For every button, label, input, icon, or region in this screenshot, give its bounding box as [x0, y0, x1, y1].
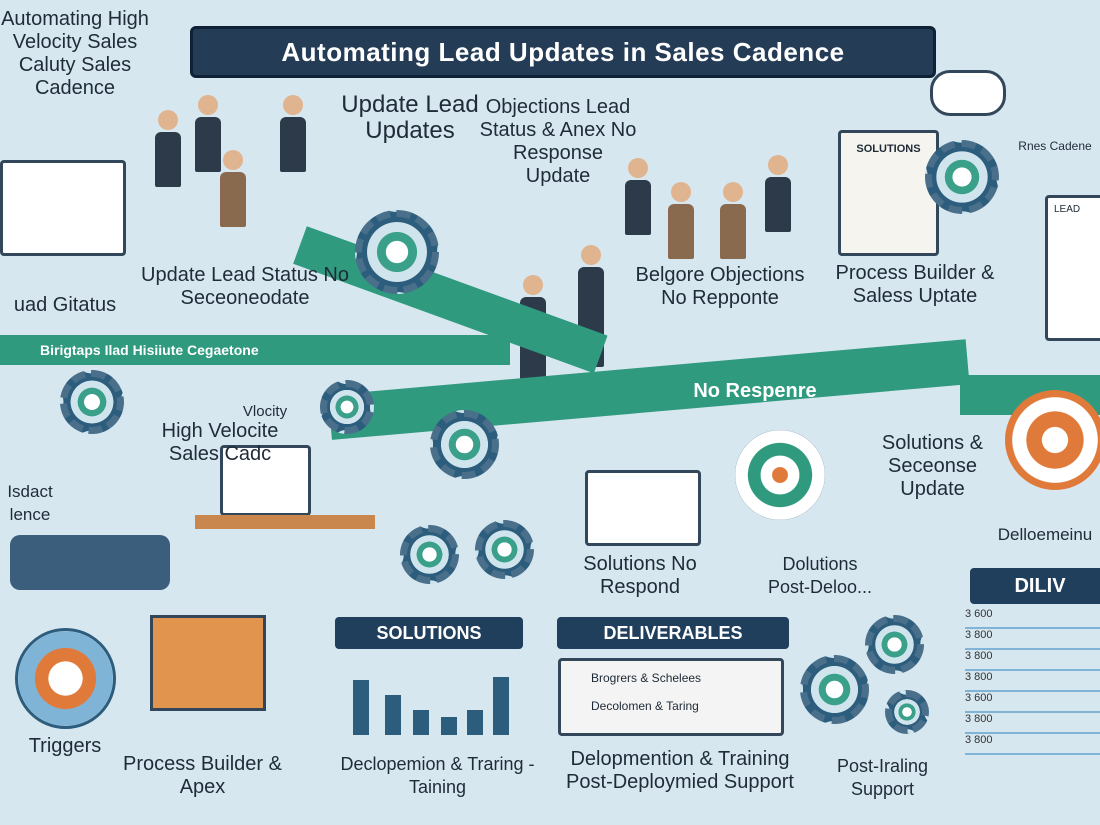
table-row: 3 600 [965, 608, 1100, 629]
deliv-banner: DILIV [970, 568, 1100, 604]
solutions-no-label: Solutions No Respond [583, 553, 697, 598]
bar [493, 677, 509, 735]
top-left-label: Automating High Velocity Sales Caluty Sa… [1, 8, 149, 99]
person-icon [765, 155, 791, 235]
car-icon [10, 535, 170, 590]
bar [441, 717, 457, 735]
objections2-label: Belgore Objections No Repponte [635, 264, 805, 309]
table-row: 3 800 [965, 629, 1100, 650]
gear-icon [400, 525, 459, 584]
cloud-icon [930, 70, 1006, 116]
deployment-label: Delloemeinu [997, 525, 1093, 544]
process-builder-top-label: Process Builder & Saless Uptate [835, 262, 995, 307]
person-icon [280, 95, 306, 175]
process-apex-label: Process Builder & Apex [123, 753, 282, 798]
declopemion-label: Declopemion & Traring -Taining [340, 754, 535, 797]
desk-icon [195, 515, 375, 529]
bar-chart-icon [345, 665, 515, 735]
title-banner: Automating Lead Updates in Sales Cadence [190, 26, 936, 78]
delopmention-label: Delopmention & Training Post-Deploymied … [566, 748, 794, 793]
dolutions-label: Dolutions Post-Deloo... [767, 554, 873, 597]
person-icon [625, 158, 651, 238]
deliverable-item: Brogrers & Schelees [591, 671, 702, 685]
high-velocity-label: High Velocite Sales Cadc [161, 420, 279, 465]
person-icon [155, 110, 181, 190]
bar [467, 710, 483, 735]
bar [413, 710, 429, 735]
laptop-icon [0, 160, 126, 256]
table-row: 3 800 [965, 734, 1100, 755]
update-lead-label: Update Lead Updates [341, 91, 479, 144]
lead-status-label: uad Gitatus [13, 294, 117, 316]
triggers-label: Triggers [28, 735, 102, 757]
gear-icon [475, 520, 534, 579]
trigger-target-icon [15, 628, 116, 729]
process-arrow-band: Birigtaps Ilad Hisiiute Cegaetone [0, 335, 510, 365]
objections-label: Objections Lead Status & Anex No Respons… [479, 96, 637, 187]
gear-icon [320, 380, 374, 434]
person-icon [195, 95, 221, 175]
gear-icon [800, 655, 869, 724]
no-response-label: No Respenre [693, 380, 817, 402]
table-row: 3 800 [965, 713, 1100, 734]
lead-doc-label: LEAD [1054, 204, 1081, 215]
gear-icon [430, 410, 499, 479]
post-training-label: Post-Iraling Support [836, 756, 929, 799]
solutions-update-label: Solutions & Seceonse Update [881, 432, 984, 500]
deliverable-item: Decolomen & Taring [591, 699, 699, 713]
bullseye-icon [1005, 390, 1100, 490]
velocity-label: Vlocity [242, 403, 288, 420]
desk-laptop-icon [220, 445, 311, 516]
table-row: 3 600 [965, 692, 1100, 713]
bar [385, 695, 401, 735]
envelope-icon [585, 470, 701, 546]
person-icon [220, 150, 246, 230]
deliverables-table: 3 600 3 800 3 800 3 800 3 600 3 800 3 80… [965, 608, 1100, 798]
target-caption: Rnes Cadene [1018, 139, 1092, 153]
gear-icon [925, 140, 999, 214]
clipboard: SOLUTIONS [838, 130, 939, 256]
deliverables-card: Brogrers & Schelees Decolomen & Taring [558, 658, 784, 736]
gear-icon [865, 615, 924, 674]
clipboard-title: SOLUTIONS [856, 143, 921, 155]
person-icon [720, 182, 746, 262]
table-row: 3 800 [965, 671, 1100, 692]
bar [353, 680, 369, 735]
table-row: 3 800 [965, 650, 1100, 671]
lead-document: LEAD [1045, 195, 1100, 341]
gear-icon [355, 210, 439, 294]
update-status-label: Update Lead Status No Seceoneodate [141, 264, 349, 309]
house-icon [150, 615, 266, 711]
gear-icon [885, 690, 929, 734]
person-icon [668, 182, 694, 262]
gear-icon [60, 370, 124, 434]
deliverables-banner: DELIVERABLES [557, 617, 789, 649]
impact-label: Isdact lence [7, 482, 53, 524]
target-icon [735, 430, 825, 520]
solutions-banner: SOLUTIONS [335, 617, 523, 649]
arrow-band-label: Birigtaps Ilad Hisiiute Cegaetone [40, 342, 259, 358]
